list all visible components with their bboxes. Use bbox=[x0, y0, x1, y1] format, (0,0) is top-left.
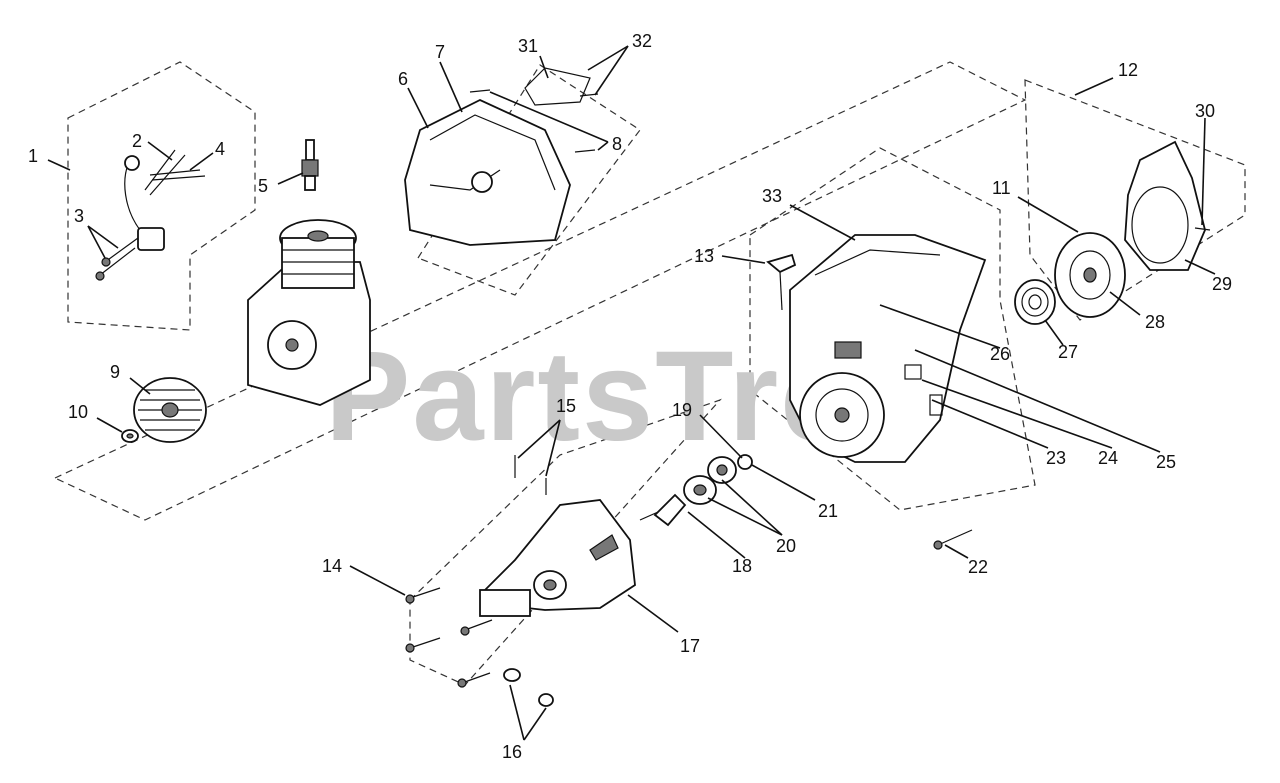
engine-cylinder-part bbox=[247, 219, 371, 406]
callout-25: 25 bbox=[1156, 452, 1176, 472]
callout-31: 31 bbox=[518, 36, 538, 56]
callout-16: 16 bbox=[502, 742, 522, 762]
callout-29: 29 bbox=[1212, 274, 1232, 294]
callout-24: 24 bbox=[1098, 448, 1118, 468]
clutch-drum-part bbox=[639, 493, 687, 527]
clutch-shoe-part bbox=[683, 456, 737, 505]
callout-30: 30 bbox=[1195, 101, 1215, 121]
callout-19: 19 bbox=[672, 400, 692, 420]
callout-4: 4 bbox=[215, 139, 225, 159]
washer-part bbox=[737, 454, 753, 470]
callout-26: 26 bbox=[990, 344, 1010, 364]
flywheel-part bbox=[121, 377, 207, 443]
leader-lines bbox=[47, 45, 1216, 741]
callout-27: 27 bbox=[1058, 342, 1078, 362]
callout-23: 23 bbox=[1046, 448, 1066, 468]
callout-10: 10 bbox=[68, 402, 88, 422]
callout-9: 9 bbox=[110, 362, 120, 382]
screws-part bbox=[405, 455, 973, 707]
callout-13: 13 bbox=[694, 246, 714, 266]
recoil-starter-outline bbox=[1024, 79, 1246, 321]
blower-housing-outline bbox=[749, 147, 1036, 511]
control-lever-part bbox=[766, 253, 797, 311]
starter-housing-part bbox=[1124, 140, 1211, 271]
callout-3: 3 bbox=[74, 206, 84, 226]
callout-8: 8 bbox=[612, 134, 622, 154]
callout-17: 17 bbox=[680, 636, 700, 656]
cylinder-shroud-part bbox=[404, 89, 596, 246]
callout-18: 18 bbox=[732, 556, 752, 576]
callout-15: 15 bbox=[556, 396, 576, 416]
engine-housing-outline bbox=[53, 61, 1027, 521]
ignition-module-part bbox=[95, 149, 206, 281]
callout-1: 1 bbox=[28, 146, 38, 166]
starter-pulley-part bbox=[1054, 232, 1126, 318]
shroud-group-outline bbox=[417, 64, 641, 296]
callout-28: 28 bbox=[1145, 312, 1165, 332]
callout-21: 21 bbox=[818, 501, 838, 521]
parts bbox=[95, 67, 1211, 707]
gearcase-part bbox=[479, 499, 636, 617]
callout-6: 6 bbox=[398, 69, 408, 89]
callout-32: 32 bbox=[632, 31, 652, 51]
recoil-spring-part bbox=[1014, 279, 1056, 325]
callout-14: 14 bbox=[322, 556, 342, 576]
blower-housing-part bbox=[789, 234, 987, 463]
spark-plug-part bbox=[301, 139, 319, 191]
filter-part bbox=[524, 67, 599, 106]
callout-labels: 1 2 3 4 5 6 7 8 9 10 11 12 13 14 15 16 1… bbox=[28, 31, 1232, 762]
callout-20: 20 bbox=[776, 536, 796, 556]
callout-33: 33 bbox=[762, 186, 782, 206]
ignition-group-outline bbox=[67, 61, 256, 331]
callout-12: 12 bbox=[1118, 60, 1138, 80]
callout-22: 22 bbox=[968, 557, 988, 577]
callout-11: 11 bbox=[992, 178, 1011, 198]
callout-7: 7 bbox=[435, 42, 445, 62]
callout-5: 5 bbox=[258, 176, 268, 196]
callout-2: 2 bbox=[132, 131, 142, 151]
